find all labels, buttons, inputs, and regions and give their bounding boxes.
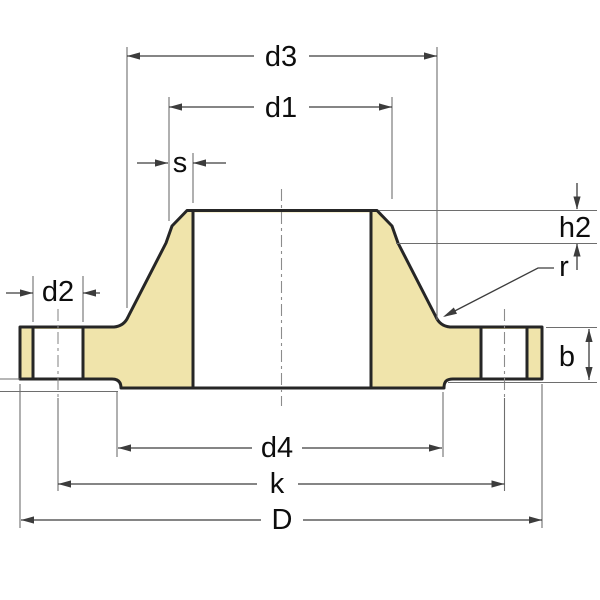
b-arrow-top — [585, 329, 593, 342]
D-arrow-right — [529, 516, 542, 524]
b-arrow-bottom — [585, 367, 593, 380]
d2-arrow-right — [83, 289, 96, 297]
dimension-d3: d3 — [126, 41, 438, 320]
d1-arrow-right — [379, 103, 392, 111]
dim-label-h2: h2 — [559, 212, 591, 244]
r-leader-line — [444, 267, 554, 317]
dim-label-r: r — [559, 251, 569, 283]
dimension-k: k — [57, 398, 506, 500]
k-arrow-right — [491, 480, 505, 488]
dim-label-d1: d1 — [265, 92, 297, 124]
d4-arrow-right — [429, 444, 442, 452]
d4-arrow-left — [118, 444, 131, 452]
d3-arrow-right — [424, 52, 437, 60]
dim-label-D: D — [272, 504, 293, 536]
h2-arrow-bottom — [573, 243, 581, 257]
dim-label-s: s — [173, 147, 188, 179]
D-arrow-left — [21, 516, 34, 524]
d1-arrow-left — [169, 103, 182, 111]
dimension-s: s — [137, 147, 226, 203]
dim-label-d2: d2 — [42, 276, 74, 308]
s-arrow-left — [155, 159, 168, 167]
dim-label-d4: d4 — [261, 432, 293, 464]
dimension-h2: h2 — [379, 183, 597, 270]
dimension-b: b — [448, 326, 597, 384]
dim-label-b: b — [559, 341, 575, 373]
s-arrow-right — [193, 159, 206, 167]
d2-arrow-left — [20, 289, 33, 297]
dim-label-k: k — [270, 468, 285, 500]
dimension-d2: d2 — [6, 276, 100, 322]
k-arrow-left — [58, 480, 71, 488]
dimension-d1: d1 — [168, 92, 393, 221]
d3-arrow-left — [127, 52, 140, 60]
h2-arrow-top — [573, 196, 581, 210]
dimension-D: D — [19, 384, 543, 536]
dim-label-d3: d3 — [265, 41, 297, 73]
dimension-d4: d4 — [116, 392, 444, 464]
r-arrow — [443, 307, 457, 317]
dimension-r: r — [443, 251, 569, 317]
